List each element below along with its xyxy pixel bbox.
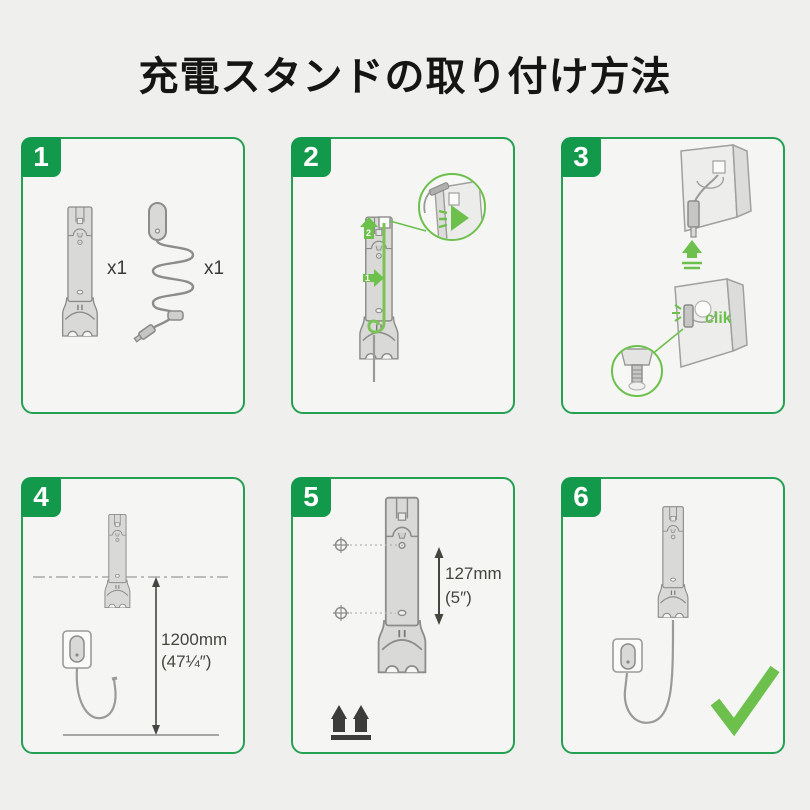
step-number-badge: 5 bbox=[291, 477, 331, 517]
height-label-mm: 1200mm bbox=[161, 630, 227, 649]
outlet-cable bbox=[75, 667, 117, 720]
step-number-badge: 2 bbox=[291, 137, 331, 177]
dock-bracket-illustration bbox=[657, 506, 689, 618]
step-panel-2: 2 2 1 bbox=[291, 137, 515, 414]
page-title: 充電スタンドの取り付け方法 bbox=[138, 55, 672, 99]
step-number-badge: 3 bbox=[561, 137, 601, 177]
step-panel-4: 4 1200mm (47¼″) bbox=[21, 477, 245, 754]
magnifier-circle bbox=[418, 173, 486, 241]
dock-bracket-illustration bbox=[61, 206, 98, 337]
screw-crosshair-bottom-icon bbox=[333, 605, 349, 621]
plug-insertion-illustration: clik bbox=[611, 143, 752, 397]
dock-bracket-illustration bbox=[104, 513, 131, 609]
cable-end-tip bbox=[111, 676, 118, 681]
finished-installation-illustration bbox=[612, 506, 780, 737]
dock-bracket-illustration bbox=[377, 496, 427, 674]
bracket-3d-top bbox=[680, 143, 752, 238]
measure-arrow-vertical bbox=[434, 547, 444, 625]
step-number-badge: 6 bbox=[561, 477, 601, 517]
step-number-badge: 1 bbox=[21, 137, 61, 177]
route-arrow-1: 1 bbox=[363, 269, 384, 287]
bracket-3d-bottom bbox=[672, 277, 748, 368]
charging-cable-illustration bbox=[133, 202, 195, 343]
step-number-badge: 4 bbox=[21, 477, 61, 517]
routed-cable-green bbox=[367, 223, 386, 334]
step-panel-3: 3 clik bbox=[561, 137, 785, 414]
this-way-up-icon bbox=[331, 705, 371, 740]
spacing-label-mm: 127mm bbox=[445, 564, 502, 583]
step-panel-1: 1 x1 x1 bbox=[21, 137, 245, 414]
check-icon bbox=[710, 665, 780, 737]
magnifier-circle bbox=[611, 345, 663, 397]
mounting-height-illustration: 1200mm (47¼″) bbox=[33, 513, 228, 736]
outlet-illustration bbox=[62, 630, 92, 669]
svg-text:2: 2 bbox=[366, 228, 371, 238]
spacing-label-inch: (5″) bbox=[445, 588, 472, 607]
magnifier-leader-line bbox=[389, 220, 427, 232]
screw-crosshair-top-icon bbox=[333, 537, 349, 553]
magnifier-leader-line bbox=[650, 328, 684, 356]
parts-illustration: x1 x1 bbox=[61, 202, 224, 343]
cable-routing-illustration: 2 1 bbox=[359, 173, 486, 382]
step-panel-5: 5 127mm (5″) bbox=[291, 477, 515, 754]
route-arrow-2: 2 bbox=[360, 217, 378, 239]
cable-quantity-label: x1 bbox=[204, 258, 224, 279]
measure-arrow-vertical bbox=[152, 577, 160, 735]
svg-text:1: 1 bbox=[365, 273, 370, 283]
height-label-inch: (47¼″) bbox=[161, 652, 211, 671]
step-panel-6: 6 bbox=[561, 477, 785, 754]
insert-up-arrow-icon bbox=[682, 240, 702, 270]
click-label: clik bbox=[705, 310, 732, 327]
outlet-cable bbox=[623, 619, 675, 724]
screw-spacing-illustration: 127mm (5″) bbox=[331, 496, 502, 740]
outlet-illustration bbox=[612, 638, 643, 673]
bracket-quantity-label: x1 bbox=[107, 258, 127, 279]
